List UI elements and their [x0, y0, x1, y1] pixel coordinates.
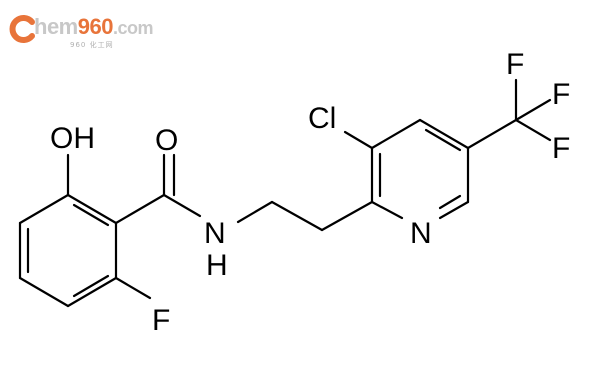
bond — [162, 193, 202, 218]
logo-960: 960 — [77, 14, 114, 39]
bond — [114, 193, 166, 225]
cl-label: Cl — [308, 102, 336, 135]
carbonyl-o-label: O — [155, 124, 178, 157]
bond — [370, 118, 422, 150]
bond-double — [438, 194, 462, 210]
cf3-f1-label: F — [506, 48, 524, 81]
pyridine-n-label: N — [410, 217, 432, 250]
bond — [418, 118, 470, 150]
bond-double — [72, 203, 110, 227]
bond — [66, 193, 118, 225]
bond — [236, 200, 274, 224]
logo-domain: .com — [112, 18, 154, 38]
bond — [514, 98, 552, 122]
logo-wordmark: hem960.com — [34, 14, 153, 40]
bond — [114, 276, 152, 300]
oh-label: OH — [50, 122, 95, 155]
logo-c-icon — [9, 15, 35, 43]
bond — [320, 200, 374, 232]
bond — [438, 200, 470, 220]
amide-h-label: H — [206, 249, 228, 282]
bond — [466, 118, 518, 150]
bond — [66, 276, 118, 308]
cf3-f2-label: F — [552, 78, 570, 111]
bond-double — [424, 128, 462, 152]
ring-f-label: F — [152, 304, 170, 337]
bond — [18, 276, 70, 308]
bond — [370, 200, 404, 220]
bond — [343, 130, 374, 150]
cf3-f3-label: F — [552, 132, 570, 165]
logo-hem: hem — [34, 14, 78, 39]
bond — [514, 118, 552, 142]
bond — [18, 193, 70, 225]
logo-subtitle: 960 化工网 — [70, 41, 114, 49]
bond-double — [72, 274, 110, 298]
chem960-logo: hem960.com 960 化工网 — [8, 12, 158, 52]
bond — [270, 200, 324, 232]
amide-n-label: N — [204, 217, 226, 250]
